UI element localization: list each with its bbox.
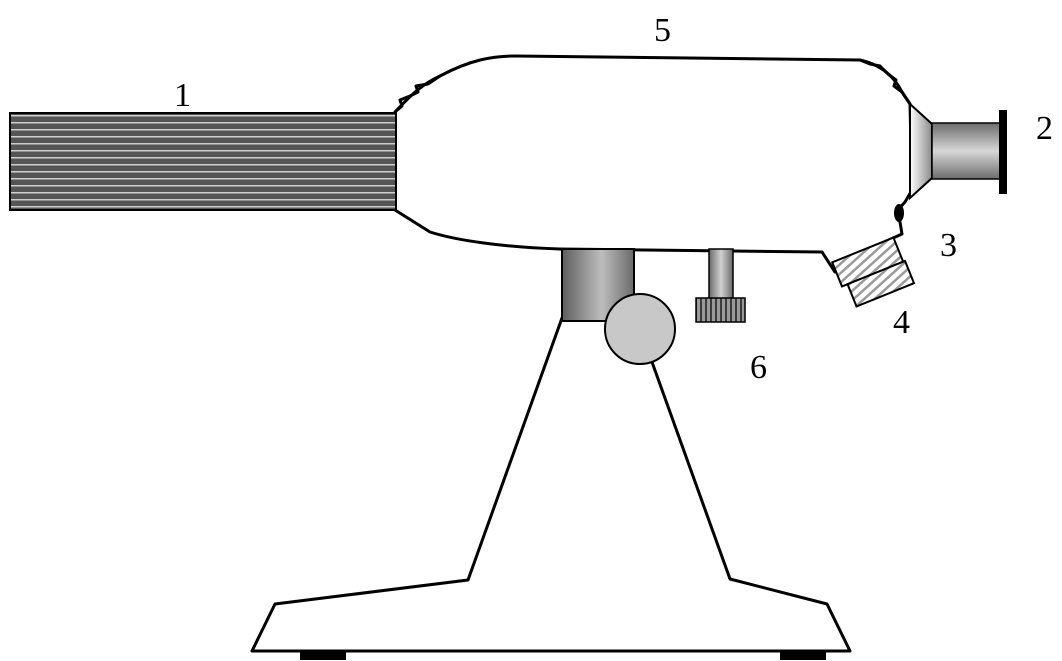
dial-joint	[894, 204, 904, 222]
label-housing: 5	[654, 12, 671, 49]
focus-knob-wheel	[695, 297, 746, 323]
label-dial: 3	[940, 227, 957, 264]
stand	[250, 316, 852, 660]
focus-knob-stem	[708, 248, 734, 300]
left-foot	[300, 650, 346, 660]
housing-right-edge	[858, 58, 912, 106]
focus-knob	[695, 248, 746, 323]
label-eyepiece: 2	[1036, 110, 1053, 147]
label-focus-knob: 6	[750, 349, 767, 386]
label-vernier-knob: 4	[893, 304, 910, 341]
eyepiece-cap	[999, 110, 1007, 194]
eyepiece-barrel	[931, 122, 1001, 180]
housing-body	[393, 54, 914, 274]
pivot-knob	[604, 293, 676, 365]
base-outline	[250, 316, 852, 653]
right-foot	[780, 650, 826, 660]
dial-assembly	[830, 236, 916, 308]
sample-tube	[9, 112, 397, 211]
housing-left-edge	[393, 74, 442, 114]
vernier-knob	[846, 259, 916, 308]
eyepiece-cone	[909, 101, 933, 201]
eyepiece	[909, 101, 1007, 201]
label-tube: 1	[174, 77, 191, 114]
